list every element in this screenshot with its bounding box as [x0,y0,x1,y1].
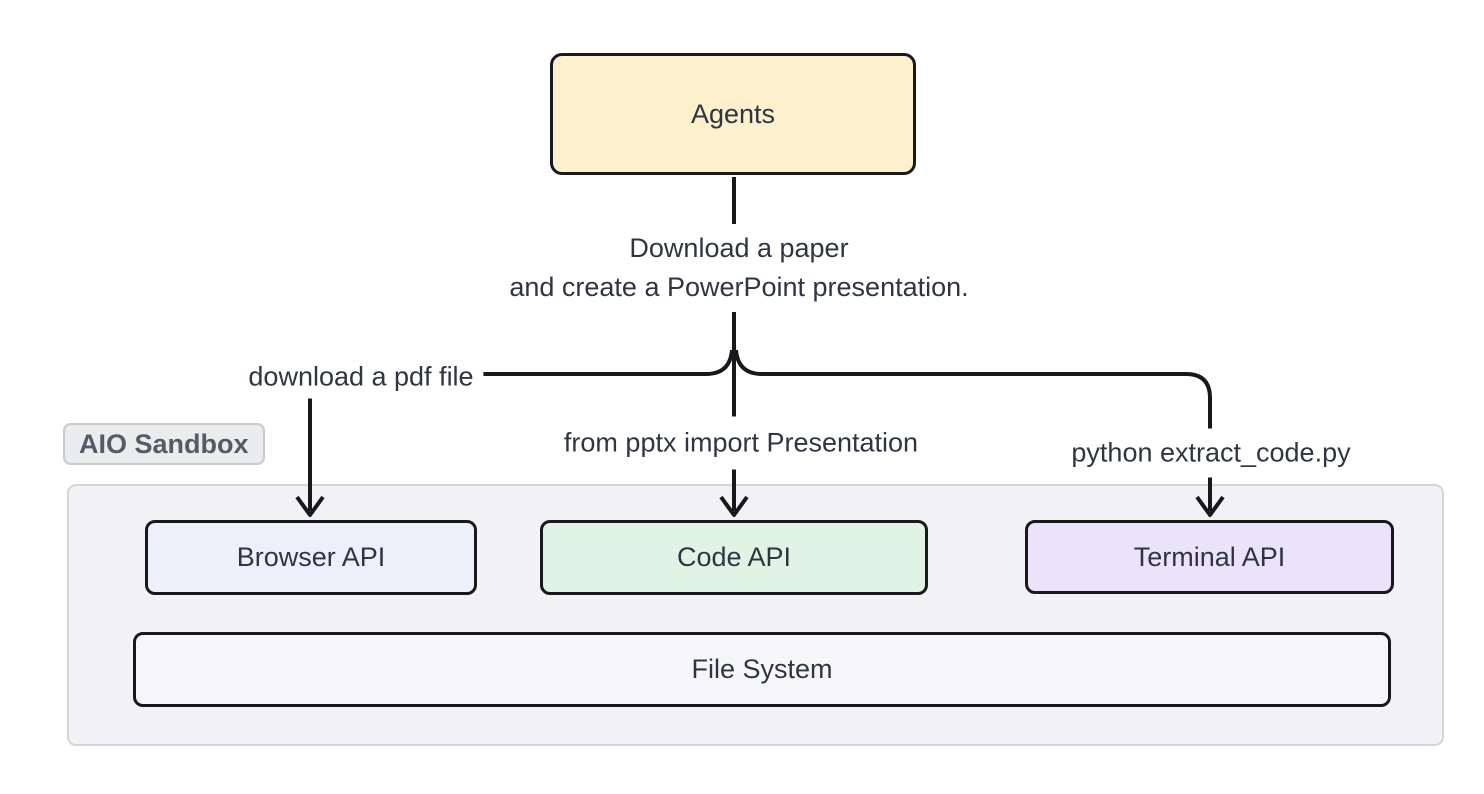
node-agents-label: Agents [690,98,776,129]
edge-label-task-line1: Download a paper [629,233,849,263]
arrowhead-browser-icon [295,495,325,517]
edge-label-task: Download a paper and create a PowerPoint… [499,224,979,312]
node-agents: Agents [550,53,916,175]
edge-label-python-extract: python extract_code.py [1061,428,1361,478]
node-file-system-label: File System [691,654,833,684]
node-browser-api: Browser API [145,520,477,595]
node-terminal-api-label: Terminal API [1133,541,1286,572]
node-file-system: File System [133,632,1391,707]
arrowhead-code-icon [719,495,749,517]
edge-agents-to-terminal [734,349,1212,511]
edge-label-download-pdf: download a pdf file [238,355,484,399]
node-code-api-label: Code API [676,542,792,572]
arrowhead-terminal-icon [1195,495,1225,517]
node-terminal-api: Terminal API [1025,520,1394,594]
edge-label-task-line2: and create a PowerPoint presentation. [509,272,969,302]
edge-label-pptx-import: from pptx import Presentation [553,416,929,470]
node-browser-api-label: Browser API [236,542,386,572]
node-code-api: Code API [540,520,928,595]
aio-sandbox-badge: AIO Sandbox [63,423,265,465]
